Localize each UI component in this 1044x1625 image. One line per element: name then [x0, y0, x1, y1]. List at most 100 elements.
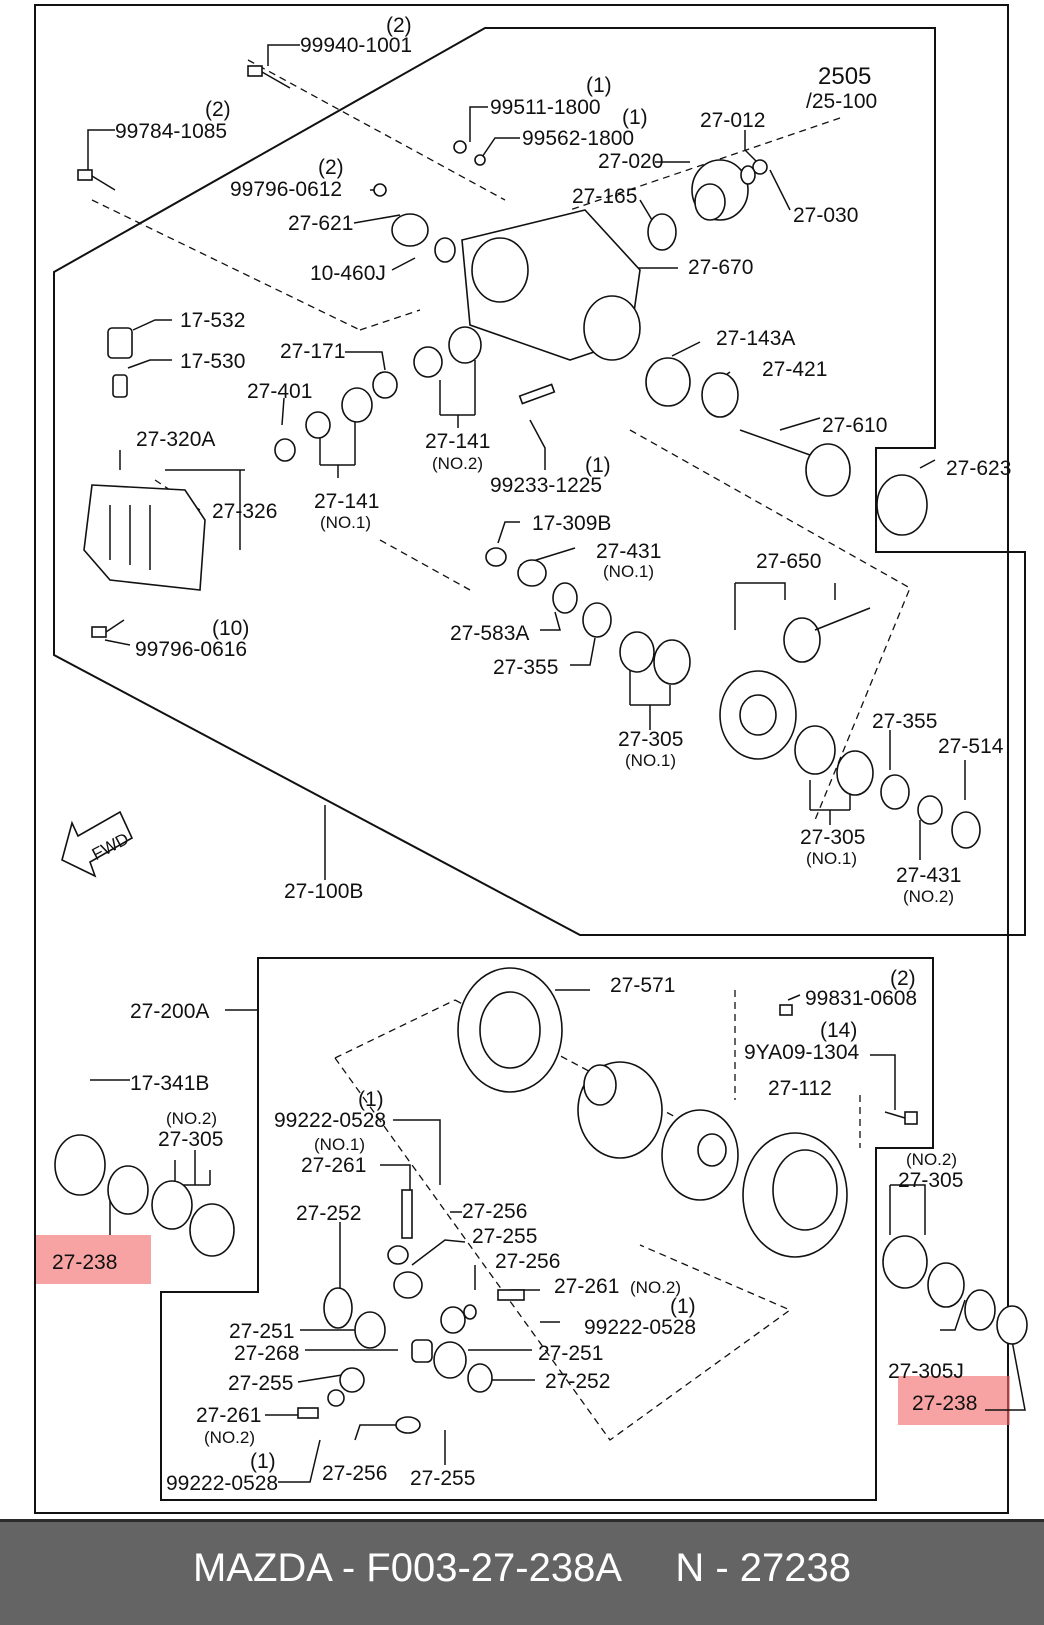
part-label-27-261-no2-b: 27-261 — [196, 1404, 261, 1427]
part-label-27-252-a: 27-252 — [296, 1202, 361, 1225]
part-label-99233-1225: 99233-1225 — [490, 474, 602, 497]
gear-27251-a-icon — [354, 1311, 386, 1349]
part-label-17-530: 17-530 — [180, 350, 245, 373]
bearing-27305-no1-b-icon — [794, 725, 836, 775]
shaft-27261-no2-b-icon — [297, 1407, 319, 1419]
part-label-27-143a: 27-143A — [716, 327, 795, 350]
part-label-27-305-no2-right: 27-305 — [898, 1169, 963, 1192]
part-label-99796-0616: 99796-0616 — [135, 638, 247, 661]
part-label-27-171: 27-171 — [280, 340, 345, 363]
part-label-27-020: 27-020 — [598, 150, 663, 173]
part-label-27-401: 27-401 — [247, 380, 312, 403]
part-label-27-623: 27-623 — [946, 457, 1011, 480]
variant-label: (NO.1) — [806, 849, 857, 868]
part-label-27-030: 27-030 — [793, 204, 858, 227]
o-ring-27623-icon — [876, 474, 928, 536]
gear-27255-a-icon — [393, 1271, 423, 1299]
part-label-27-251-b: 27-251 — [538, 1342, 603, 1365]
bearing-27141-no2-a-icon — [413, 346, 443, 378]
gear-27255-b-icon — [440, 1306, 466, 1334]
vent-17530-icon — [112, 374, 128, 398]
part-label-27-583a: 27-583A — [450, 622, 529, 645]
rear-cover-27320a-icon — [83, 484, 206, 591]
reference-25-100: /25-100 — [806, 90, 877, 113]
part-17309b-icon — [485, 547, 507, 567]
bolt-99831-icon — [779, 1004, 793, 1016]
part-label-27-012: 27-012 — [700, 109, 765, 132]
variant-label: (NO.1) — [603, 562, 654, 581]
oil-seal-17341b-icon — [54, 1134, 106, 1196]
part-label-27-355-a: 27-355 — [493, 656, 558, 679]
part-label-27-256-a: 27-256 — [462, 1200, 527, 1223]
bearing-27141-no1-b-icon — [341, 387, 373, 423]
oil-seal-27165-icon — [647, 213, 677, 251]
part-label-27-255-a: 27-255 — [472, 1225, 537, 1248]
qty-label: (1) — [358, 1088, 384, 1111]
washer-27256-c-icon — [327, 1389, 345, 1407]
diff-case-right-icon — [661, 1109, 739, 1201]
part-label-27-238-right: 27-238 — [912, 1392, 977, 1415]
variant-label: (NO.2) — [204, 1428, 255, 1447]
part-label-17-532: 17-532 — [180, 309, 245, 332]
page-frame — [34, 4, 1009, 1514]
shaft-27261-no1-icon — [401, 1189, 413, 1239]
seal-27514-icon — [951, 811, 981, 849]
variant-label: (NO.2) — [432, 454, 483, 473]
part-label-27-305-no1-b: 27-305 — [800, 826, 865, 849]
shim-27238-left-icon — [107, 1165, 149, 1215]
part-label-27-305-no2-left: 27-305 — [158, 1128, 223, 1151]
part-label-27-326: 27-326 — [212, 500, 277, 523]
vent-cap-17532-icon — [107, 327, 133, 359]
reference-2505: 2505 — [818, 63, 871, 90]
carrier-housing-27670-icon — [461, 209, 641, 361]
qty-label: (1) — [585, 454, 611, 477]
part-label-17-341b: 17-341B — [130, 1072, 209, 1095]
bolt-9ya09-icon — [884, 1111, 918, 1125]
bearing-27305-no2-right-icon — [882, 1235, 928, 1289]
part-label-27-256-b: 27-256 — [495, 1250, 560, 1273]
ring-gear-27571-icon — [457, 967, 563, 1093]
gear-27255-c-icon — [339, 1367, 365, 1393]
part-label-27-255-c: 27-255 — [410, 1467, 475, 1490]
qty-label: (1) — [586, 74, 612, 97]
washer-27252-b-icon — [467, 1363, 493, 1393]
shim-27355-b-icon — [880, 774, 910, 810]
forward-arrow-icon — [61, 810, 134, 878]
variant-label: (NO.1) — [320, 513, 371, 532]
part-shapes: FWD — [54, 65, 1028, 1434]
part-27305j-icon — [964, 1289, 996, 1331]
washer-27256-b-icon — [463, 1304, 477, 1320]
variant-label: (NO.1) — [625, 751, 676, 770]
qty-label: (2) — [386, 14, 412, 37]
snap-ring-27421-icon — [701, 372, 739, 418]
variant-label: (NO.1) — [314, 1135, 365, 1154]
bearing-27305-no1-a-icon — [653, 639, 691, 685]
part-labels: (2) 99940-1001 (2) 99784-1085 2505 /25-1… — [52, 14, 1011, 1495]
washer-27012-icon — [740, 165, 756, 185]
nut-27030-icon — [752, 159, 768, 175]
shim-27583a-icon — [552, 582, 578, 614]
part-label-27-141-no2: 27-141 — [425, 430, 490, 453]
qty-label: (1) — [250, 1450, 276, 1473]
variant-label: (NO.2) — [906, 1150, 957, 1169]
part-label-99784-1085: 99784-1085 — [115, 120, 227, 143]
part-label-27-256-c: 27-256 — [322, 1462, 387, 1485]
washer-99562-icon — [474, 154, 486, 166]
bearing-27141-no2-b-icon — [448, 326, 482, 364]
qty-label: (1) — [622, 106, 648, 129]
part-label-27-200a: 27-200A — [130, 1000, 209, 1023]
part-label-27-255-b: 27-255 — [228, 1372, 293, 1395]
footer-bar: MAZDA - F003-27-238A N - 27238 — [0, 1519, 1044, 1625]
part-label-99796-0612: 99796-0612 — [230, 178, 342, 201]
part-label-99940-1001: 99940-1001 — [300, 34, 412, 57]
shaft-27261-no2-a-icon — [497, 1289, 525, 1301]
part-label-27-621: 27-621 — [288, 212, 353, 235]
part-label-10-460j: 10-460J — [310, 262, 386, 285]
part-label-27-251-a: 27-251 — [229, 1320, 294, 1343]
part-label-27-268: 27-268 — [234, 1342, 299, 1365]
o-ring-10460j-icon — [434, 237, 456, 263]
spacer-27431-no1-icon — [517, 559, 547, 587]
part-label-27-252-b: 27-252 — [545, 1370, 610, 1393]
speedometer-gear-27112-icon — [742, 1132, 848, 1258]
part-label-27-261-no1: 27-261 — [301, 1154, 366, 1177]
